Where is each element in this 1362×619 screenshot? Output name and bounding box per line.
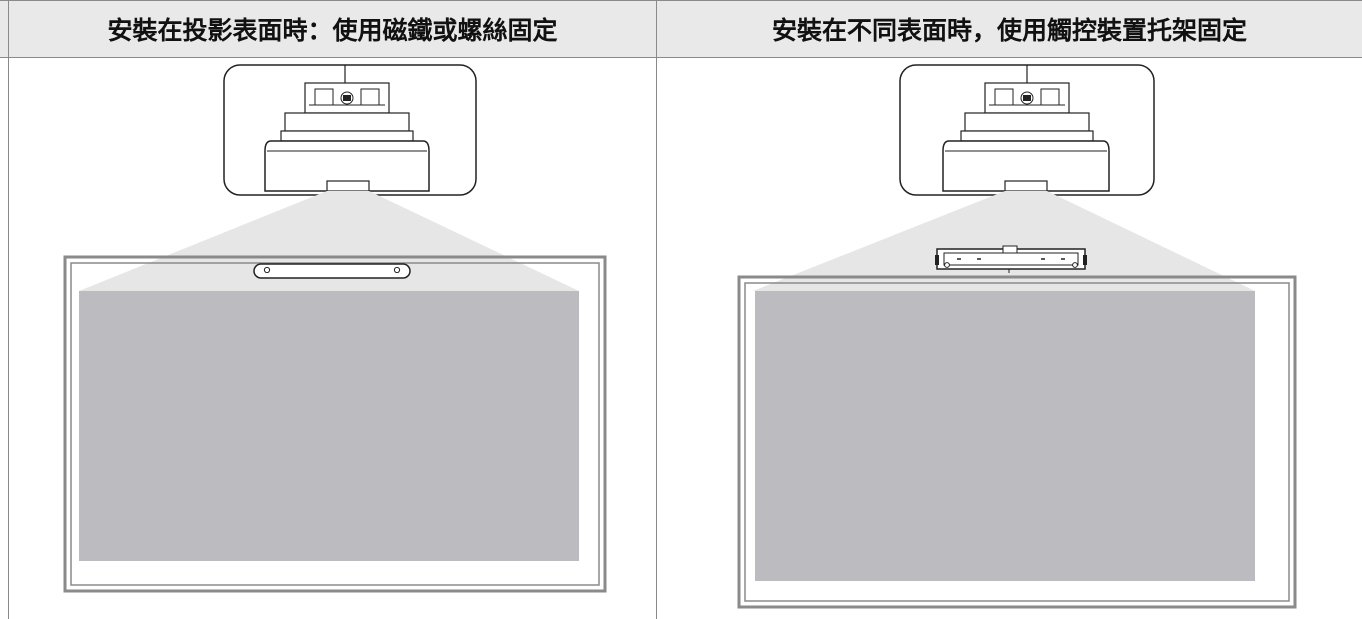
projector-mount-icon: [960, 82, 1094, 142]
projection-beam: [79, 191, 579, 291]
table-left-border: [8, 0, 9, 619]
figure-surface-mount: [9, 59, 656, 619]
touch-unit-bracket-icon: [935, 245, 1087, 273]
whiteboard-outer-frame: [737, 275, 1297, 609]
projection-area: [79, 291, 579, 561]
projector-icon: [942, 140, 1110, 192]
whiteboard-outer-frame: [63, 255, 607, 593]
bracket-mount-illustration: [737, 64, 1297, 609]
table-column-divider: [656, 0, 657, 619]
whiteboard-inner-frame: [70, 262, 600, 586]
touch-unit-strip-icon: [253, 263, 411, 279]
projector-mount-icon: [280, 82, 414, 142]
column-heading-bracket-mount: 安裝在不同表面時，使用觸控裝置托架固定: [771, 16, 1247, 45]
figure-bracket-mount: [657, 59, 1362, 619]
column-heading-surface-mount: 安裝在投影表面時：使用磁鐵或螺絲固定: [107, 16, 558, 45]
projector-icon: [264, 140, 430, 192]
whiteboard-inner-frame: [744, 282, 1290, 602]
projection-beam: [753, 191, 1255, 291]
projection-area: [755, 291, 1255, 581]
surface-mount-illustration: [63, 64, 607, 593]
table-header-row: [0, 0, 1362, 58]
